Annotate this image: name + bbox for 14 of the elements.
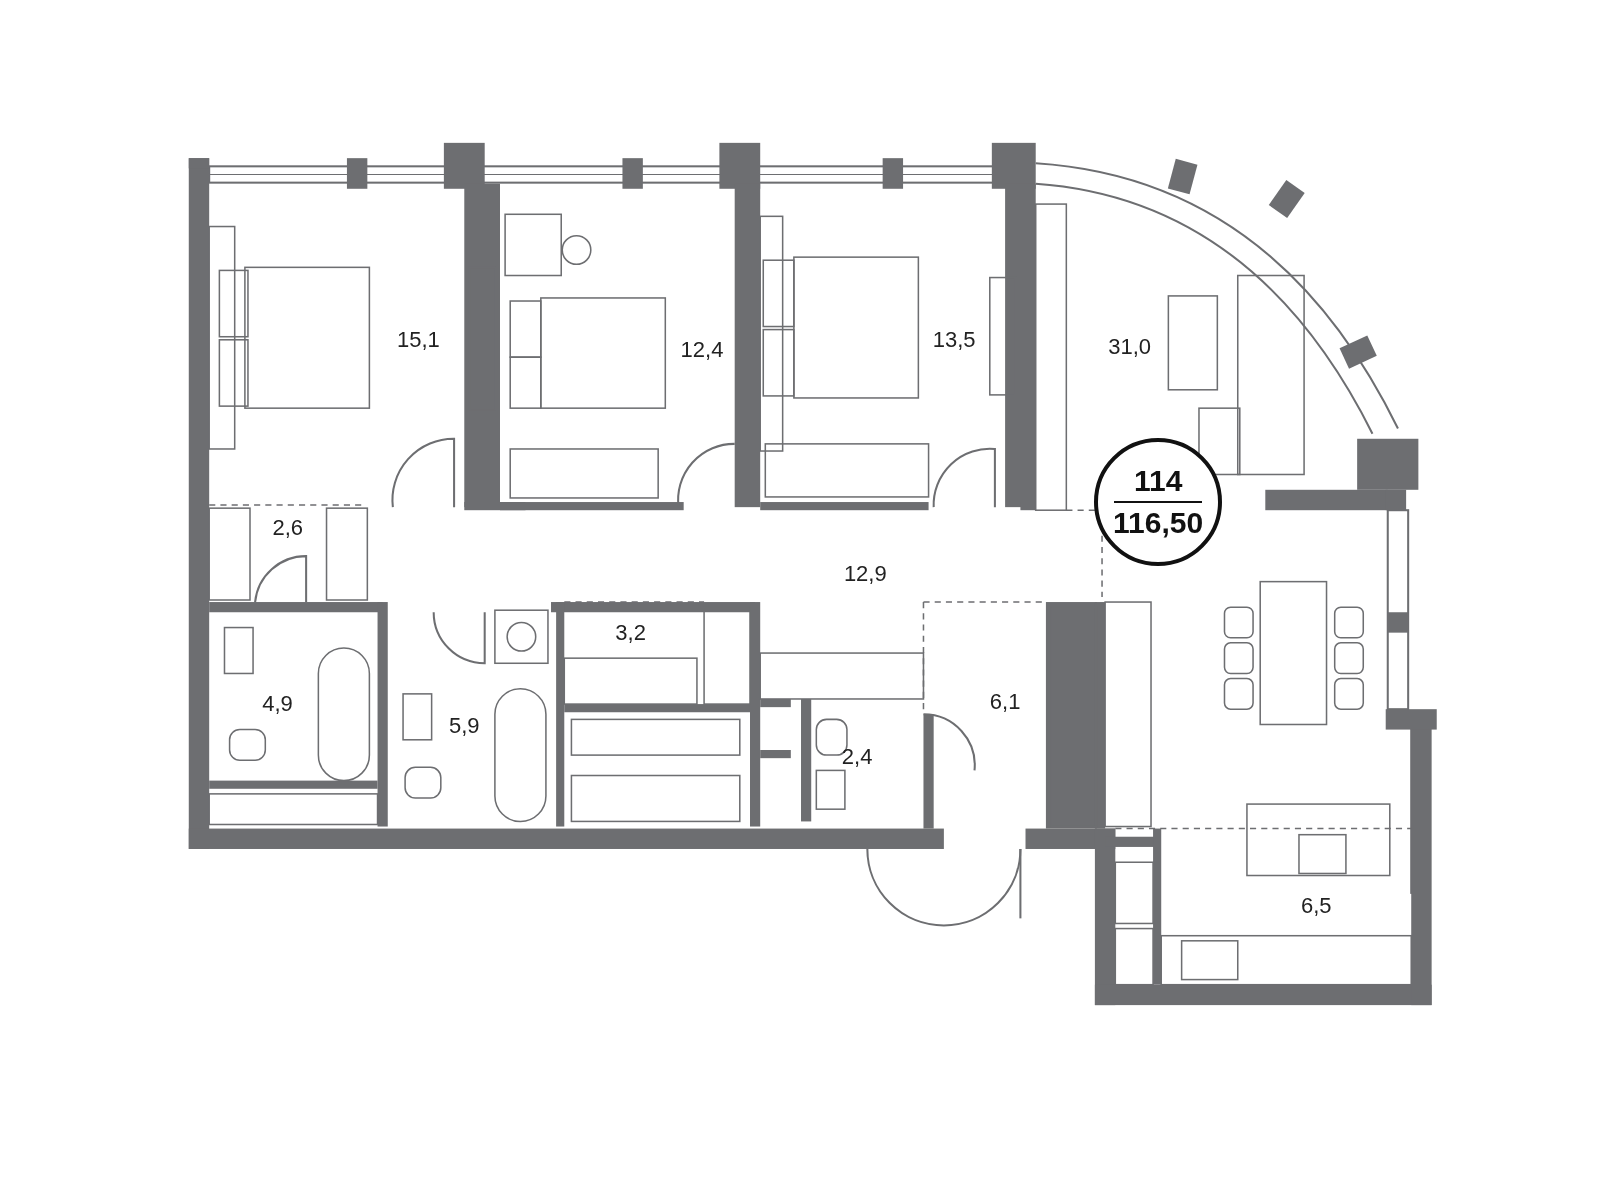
room-area-label: 2,6 [272, 514, 304, 541]
room-area-label: 4,9 [262, 691, 293, 718]
room-area-label: 5,9 [449, 712, 480, 739]
room-area-label: 2,4 [841, 744, 873, 771]
room-area-label: 6,1 [989, 689, 1021, 716]
total-area: 116,50 [1113, 506, 1204, 541]
room-area-label: 15,1 [396, 326, 440, 353]
apartment-number: 114 [1133, 463, 1183, 499]
room-area-label: 31,0 [1108, 333, 1151, 360]
room-area-label: 12,9 [843, 561, 887, 588]
room-area-label: 6,5 [1301, 893, 1332, 920]
room-area-label: 3,2 [615, 619, 646, 646]
room-area-label: 13,5 [932, 326, 976, 353]
room-area-label: 12,4 [680, 337, 724, 363]
